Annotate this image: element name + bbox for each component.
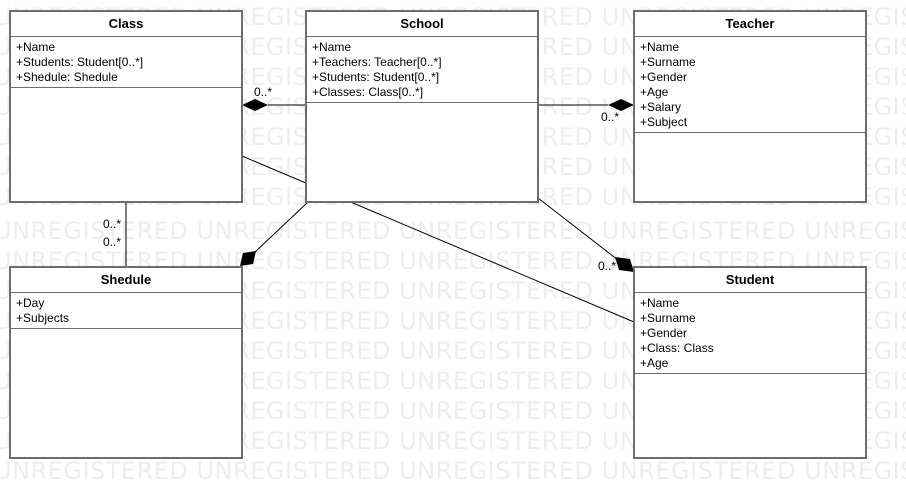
school-box[interactable]: School +Name +Teachers: Teacher[0..*] +S… — [305, 10, 539, 203]
composition-diamond-icon — [242, 99, 268, 111]
attribute: +Day — [16, 296, 45, 310]
teacher-name: Teacher — [635, 12, 865, 37]
attribute: +Students: Student[0..*] — [16, 55, 144, 69]
attribute: +Subjects — [16, 311, 70, 325]
multiplicity-shedule-class: 0..* — [103, 235, 122, 249]
attribute: +Gender — [640, 70, 688, 84]
composition-diamond-icon — [615, 257, 634, 272]
composition-diamond-icon — [608, 99, 634, 111]
school-shedule-association — [254, 201, 309, 253]
attribute: +Shedule: Shedule — [16, 70, 118, 84]
shedule-name: Shedule — [11, 268, 241, 293]
multiplicity-school-teacher: 0..* — [601, 110, 620, 124]
student-box[interactable]: Student +Name +Surname +Gender +Class: C… — [633, 266, 867, 459]
class-attributes: +Name +Students: Student[0..*] +Shedule:… — [11, 37, 241, 88]
attribute: +Name — [16, 40, 56, 54]
attribute: +Class: Class — [640, 341, 714, 355]
student-name: Student — [635, 268, 865, 293]
attribute: +Subject — [640, 115, 688, 129]
attribute: +Teachers: Teacher[0..*] — [312, 55, 442, 69]
class-box[interactable]: Class +Name +Students: Student[0..*] +Sh… — [9, 10, 243, 203]
multiplicity-school-class: 0..* — [254, 85, 273, 99]
class-name: Class — [11, 12, 241, 37]
attribute: +Classes: Class[0..*] — [312, 85, 424, 99]
shedule-box[interactable]: Shedule +Day +Subjects — [9, 266, 243, 459]
multiplicity-class-shedule: 0..* — [103, 217, 122, 231]
school-name: School — [307, 12, 537, 37]
attribute: +Surname — [640, 55, 696, 69]
attribute: +Salary — [640, 100, 682, 114]
attribute: +Surname — [640, 311, 696, 325]
shedule-attributes: +Day +Subjects — [11, 293, 241, 329]
attribute: +Students: Student[0..*] — [312, 70, 440, 84]
composition-diamond-icon — [240, 251, 256, 266]
school-attributes: +Name +Teachers: Teacher[0..*] +Students… — [307, 37, 537, 103]
attribute: +Gender — [640, 326, 688, 340]
attribute: +Name — [640, 40, 680, 54]
attribute: +Age — [640, 85, 669, 99]
attribute: +Age — [640, 356, 669, 370]
student-attributes: +Name +Surname +Gender +Class: Class +Ag… — [635, 293, 865, 374]
attribute: +Name — [640, 296, 680, 310]
school-student-association — [537, 197, 619, 261]
attribute: +Name — [312, 40, 352, 54]
multiplicity-school-student: 0..* — [598, 259, 617, 273]
teacher-box[interactable]: Teacher +Name +Surname +Gender +Age +Sal… — [633, 10, 867, 203]
teacher-attributes: +Name +Surname +Gender +Age +Salary +Sub… — [635, 37, 865, 133]
